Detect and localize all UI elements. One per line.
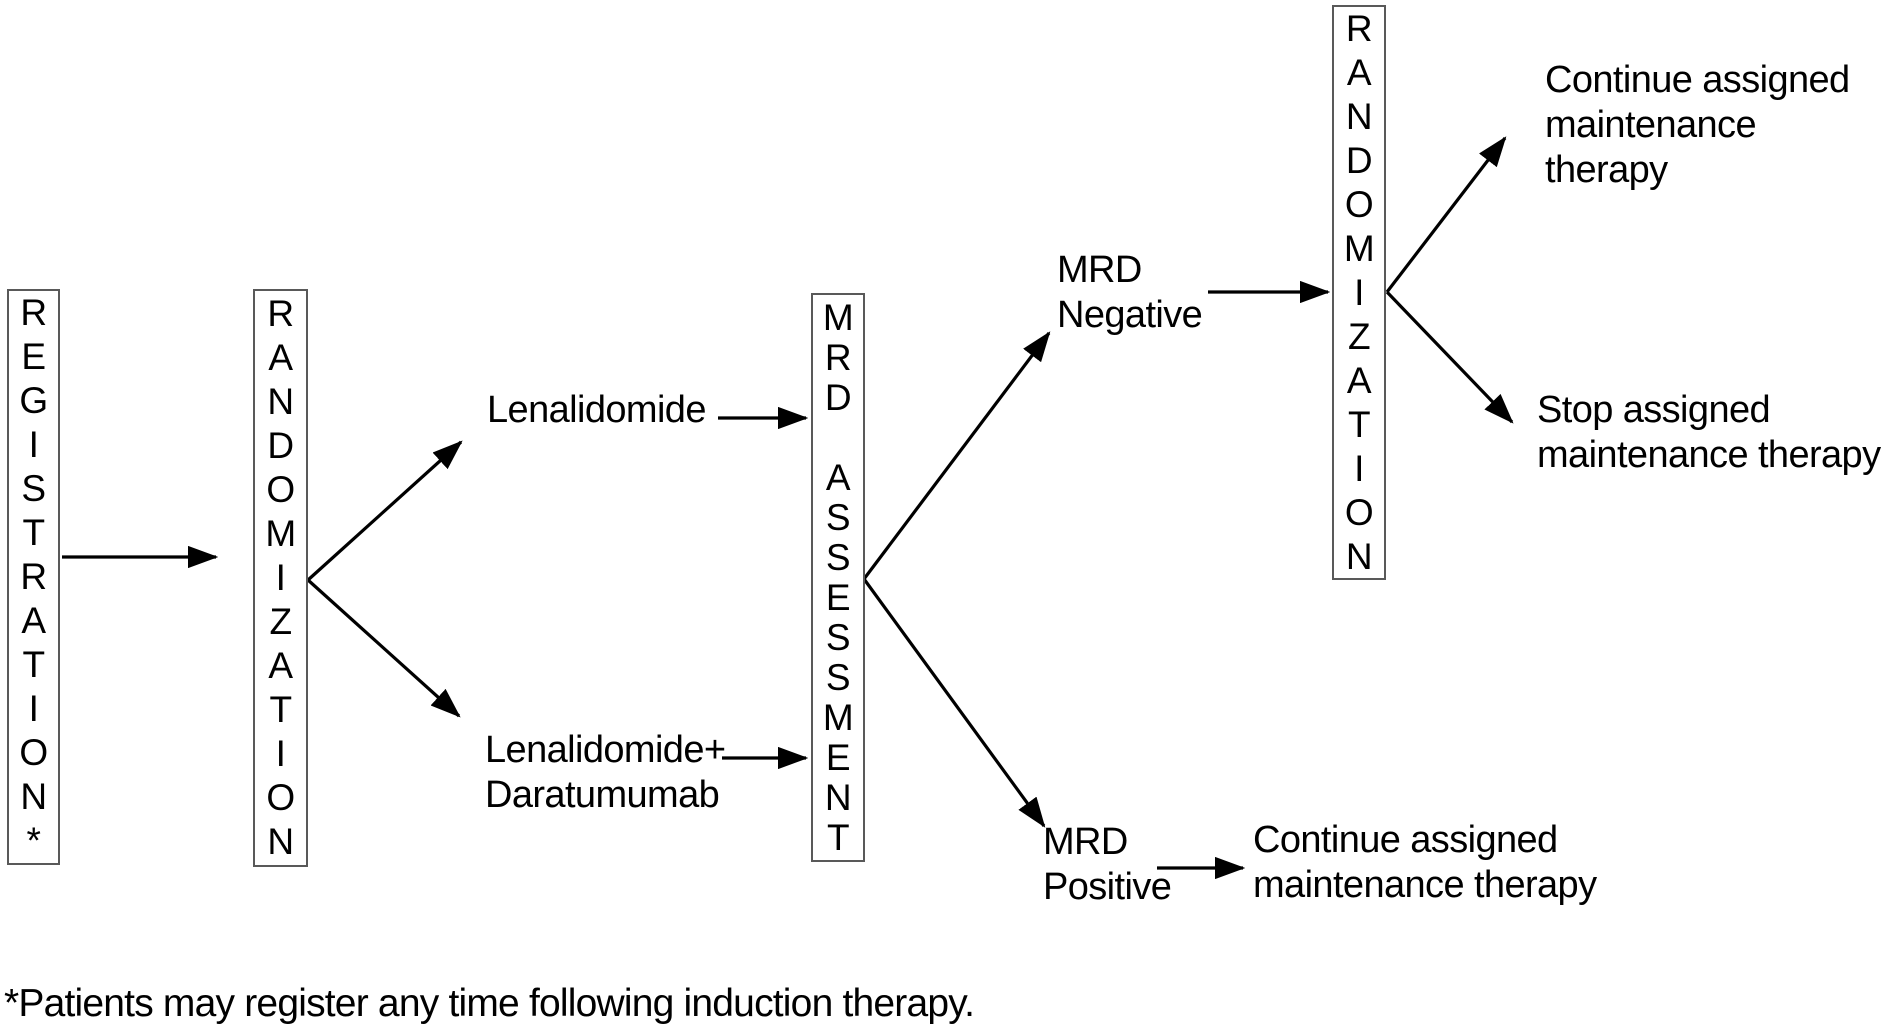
arrow-mrd-assessment-to-mrd-positive (862, 578, 1046, 828)
label-mrd-negative: MRD Negative (1057, 249, 1203, 336)
label-lenalidomide: Lenalidomide (487, 389, 706, 431)
arrow-randomization-to-lenalidomide (306, 440, 463, 582)
label-mrd-positive: MRD Positive (1043, 821, 1172, 908)
arrow-randomization-to-lenalidomide-daratumumab (306, 578, 461, 718)
arrow-randomization-to-stop-maintenance (1385, 290, 1514, 424)
label-continue-maintenance-top: Continue assigned maintenance therapy (1545, 59, 1850, 191)
arrow-mrd-assessment-to-mrd-negative (862, 331, 1051, 580)
label-stop-maintenance: Stop assigned maintenance therapy (1537, 389, 1881, 476)
label-lenalidomide-daratumumab: Lenalidomide+ Daratumumab (485, 729, 726, 816)
footnote-registration-note: *Patients may register any time followin… (4, 982, 975, 1025)
arrow-randomization-to-continue-maintenance (1385, 136, 1507, 293)
label-continue-maintenance-bottom: Continue assigned maintenance therapy (1253, 819, 1597, 906)
